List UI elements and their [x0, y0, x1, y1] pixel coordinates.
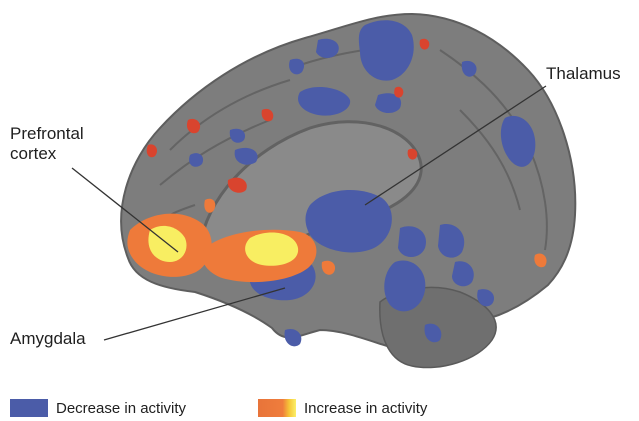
amygdala-label: Amygdala [10, 329, 86, 349]
thalamus-label: Thalamus [546, 64, 621, 84]
prefrontal-label-line2: cortex [10, 144, 84, 164]
legend-decrease-text: Decrease in activity [56, 400, 186, 417]
legend-increase-text: Increase in activity [304, 400, 427, 417]
increase-swatch [258, 399, 296, 417]
legend-decrease: Decrease in activity [10, 399, 186, 417]
prefrontal-label-line1: Prefrontal [10, 124, 84, 144]
legend-increase: Increase in activity [258, 399, 427, 417]
decrease-swatch [10, 399, 48, 417]
prefrontal-cortex-label: Prefrontal cortex [10, 124, 84, 164]
